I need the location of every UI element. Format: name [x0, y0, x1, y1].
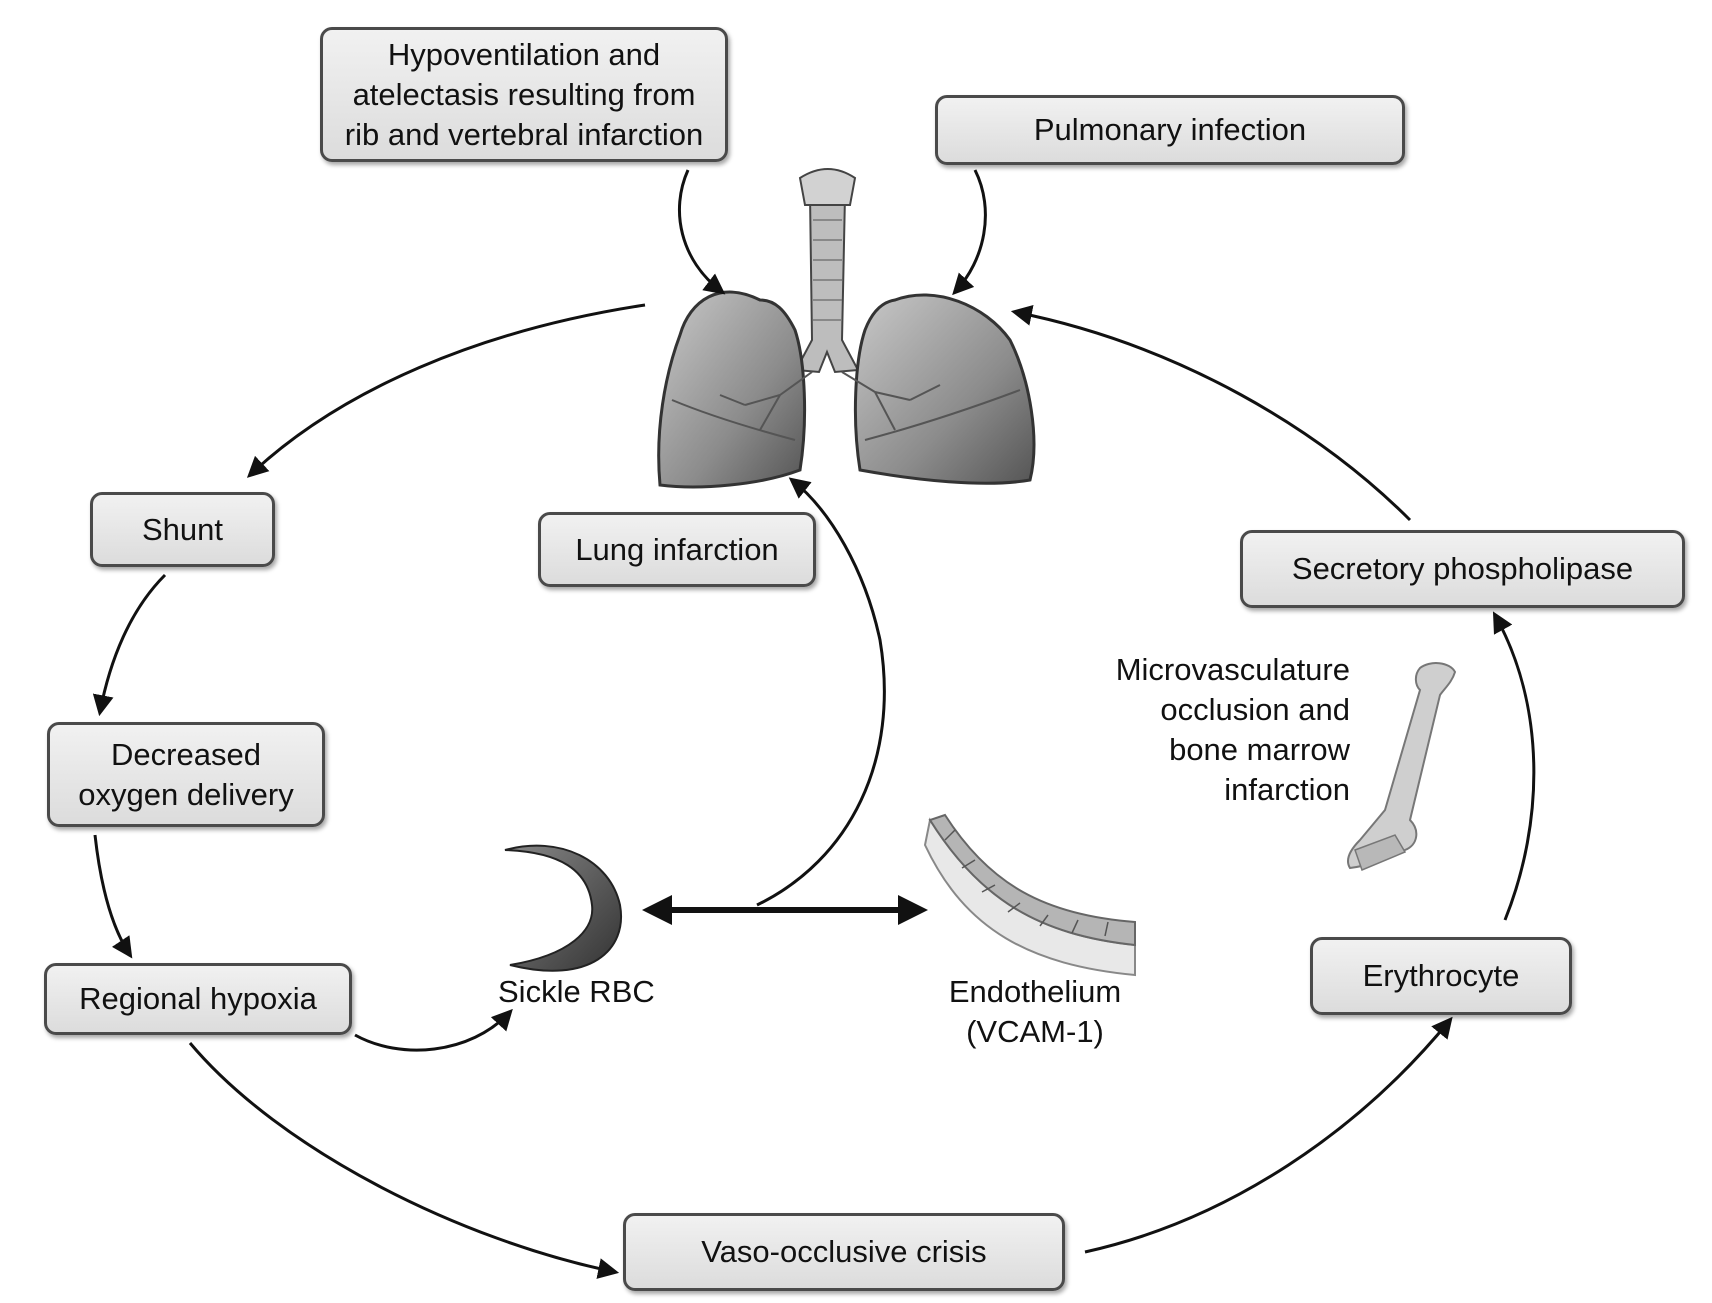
microvasculature-line-4: infarction — [1224, 772, 1350, 807]
arrow-lungs-to-shunt — [246, 303, 646, 478]
endothelium-label: Endothelium (VCAM-1) — [930, 972, 1140, 1052]
secretory-phospholipase-box: Secretory phospholipase — [1240, 530, 1685, 608]
shunt-label: Shunt — [141, 511, 223, 547]
lungs-illustration — [657, 168, 1036, 489]
lung-infarction-label: Lung infarction — [575, 531, 779, 567]
arrow-erythrocyte-to-phospholipase — [1492, 611, 1536, 921]
erythrocyte-label: Erythrocyte — [1362, 958, 1520, 993]
arrow-hypoxia-to-vaso — [188, 1042, 620, 1279]
endothelium-line-2: (VCAM-1) — [966, 1014, 1104, 1049]
sickle-rbc-text: Sickle RBC — [498, 974, 655, 1009]
trachea-icon — [794, 194, 860, 374]
vaso-occlusive-crisis-box: Vaso-occlusive crisis — [623, 1213, 1065, 1291]
arrow-sickle-to-lung-infarction — [756, 477, 886, 907]
endothelium-line-1: Endothelium — [948, 974, 1122, 1009]
microvasculature-line-3: bone marrow — [1169, 732, 1350, 767]
microvasculature-label: Microvasculature occlusion and bone marr… — [1085, 650, 1350, 810]
arrow-vaso-to-erythrocyte — [1084, 1016, 1453, 1254]
lung-infarction-box: Lung infarction — [538, 512, 816, 587]
arrow-shunt-to-oxygen — [92, 573, 167, 717]
left-lung-icon — [657, 290, 807, 489]
vaso-occlusive-crisis-label: Vaso-occlusive crisis — [701, 1234, 987, 1269]
decreased-oxygen-line-2: oxygen delivery — [78, 776, 294, 812]
hypoventilation-line-3: rib and vertebral infarction — [344, 116, 704, 152]
pulmonary-infection-label: Pulmonary infection — [1033, 112, 1307, 147]
hypoventilation-line-1: Hypoventilation and — [387, 36, 661, 72]
bone-icon — [1347, 662, 1457, 871]
decreased-oxygen-line-1: Decreased — [111, 736, 261, 772]
hypoventilation-line-2: atelectasis resulting from — [352, 76, 696, 112]
erythrocyte-box: Erythrocyte — [1310, 937, 1572, 1015]
regional-hypoxia-box: Regional hypoxia — [44, 963, 352, 1035]
shunt-box: Shunt — [90, 492, 275, 567]
arrow-phospholipase-to-lungs — [1010, 305, 1412, 522]
sickle-rbc-icon — [504, 844, 623, 972]
decreased-oxygen-box: Decreased oxygen delivery — [47, 722, 325, 827]
regional-hypoxia-label: Regional hypoxia — [79, 981, 317, 1016]
sickle-rbc-label: Sickle RBC — [498, 972, 655, 1012]
pulmonary-infection-box: Pulmonary infection — [935, 95, 1405, 165]
right-lung-icon — [853, 293, 1036, 485]
hypoventilation-box: Hypoventilation and atelectasis resultin… — [320, 27, 728, 162]
arrow-hypoventilation-to-lungs — [677, 169, 726, 295]
microvasculature-line-2: occlusion and — [1160, 692, 1350, 727]
secretory-phospholipase-label: Secretory phospholipase — [1291, 551, 1634, 586]
endothelium-icon — [923, 813, 1136, 977]
microvasculature-line-1: Microvasculature — [1115, 652, 1350, 687]
arrow-hypoxia-to-sickle — [354, 1008, 513, 1052]
arrow-oxygen-to-hypoxia — [93, 834, 133, 959]
arrow-infection-to-lungs — [952, 169, 987, 296]
